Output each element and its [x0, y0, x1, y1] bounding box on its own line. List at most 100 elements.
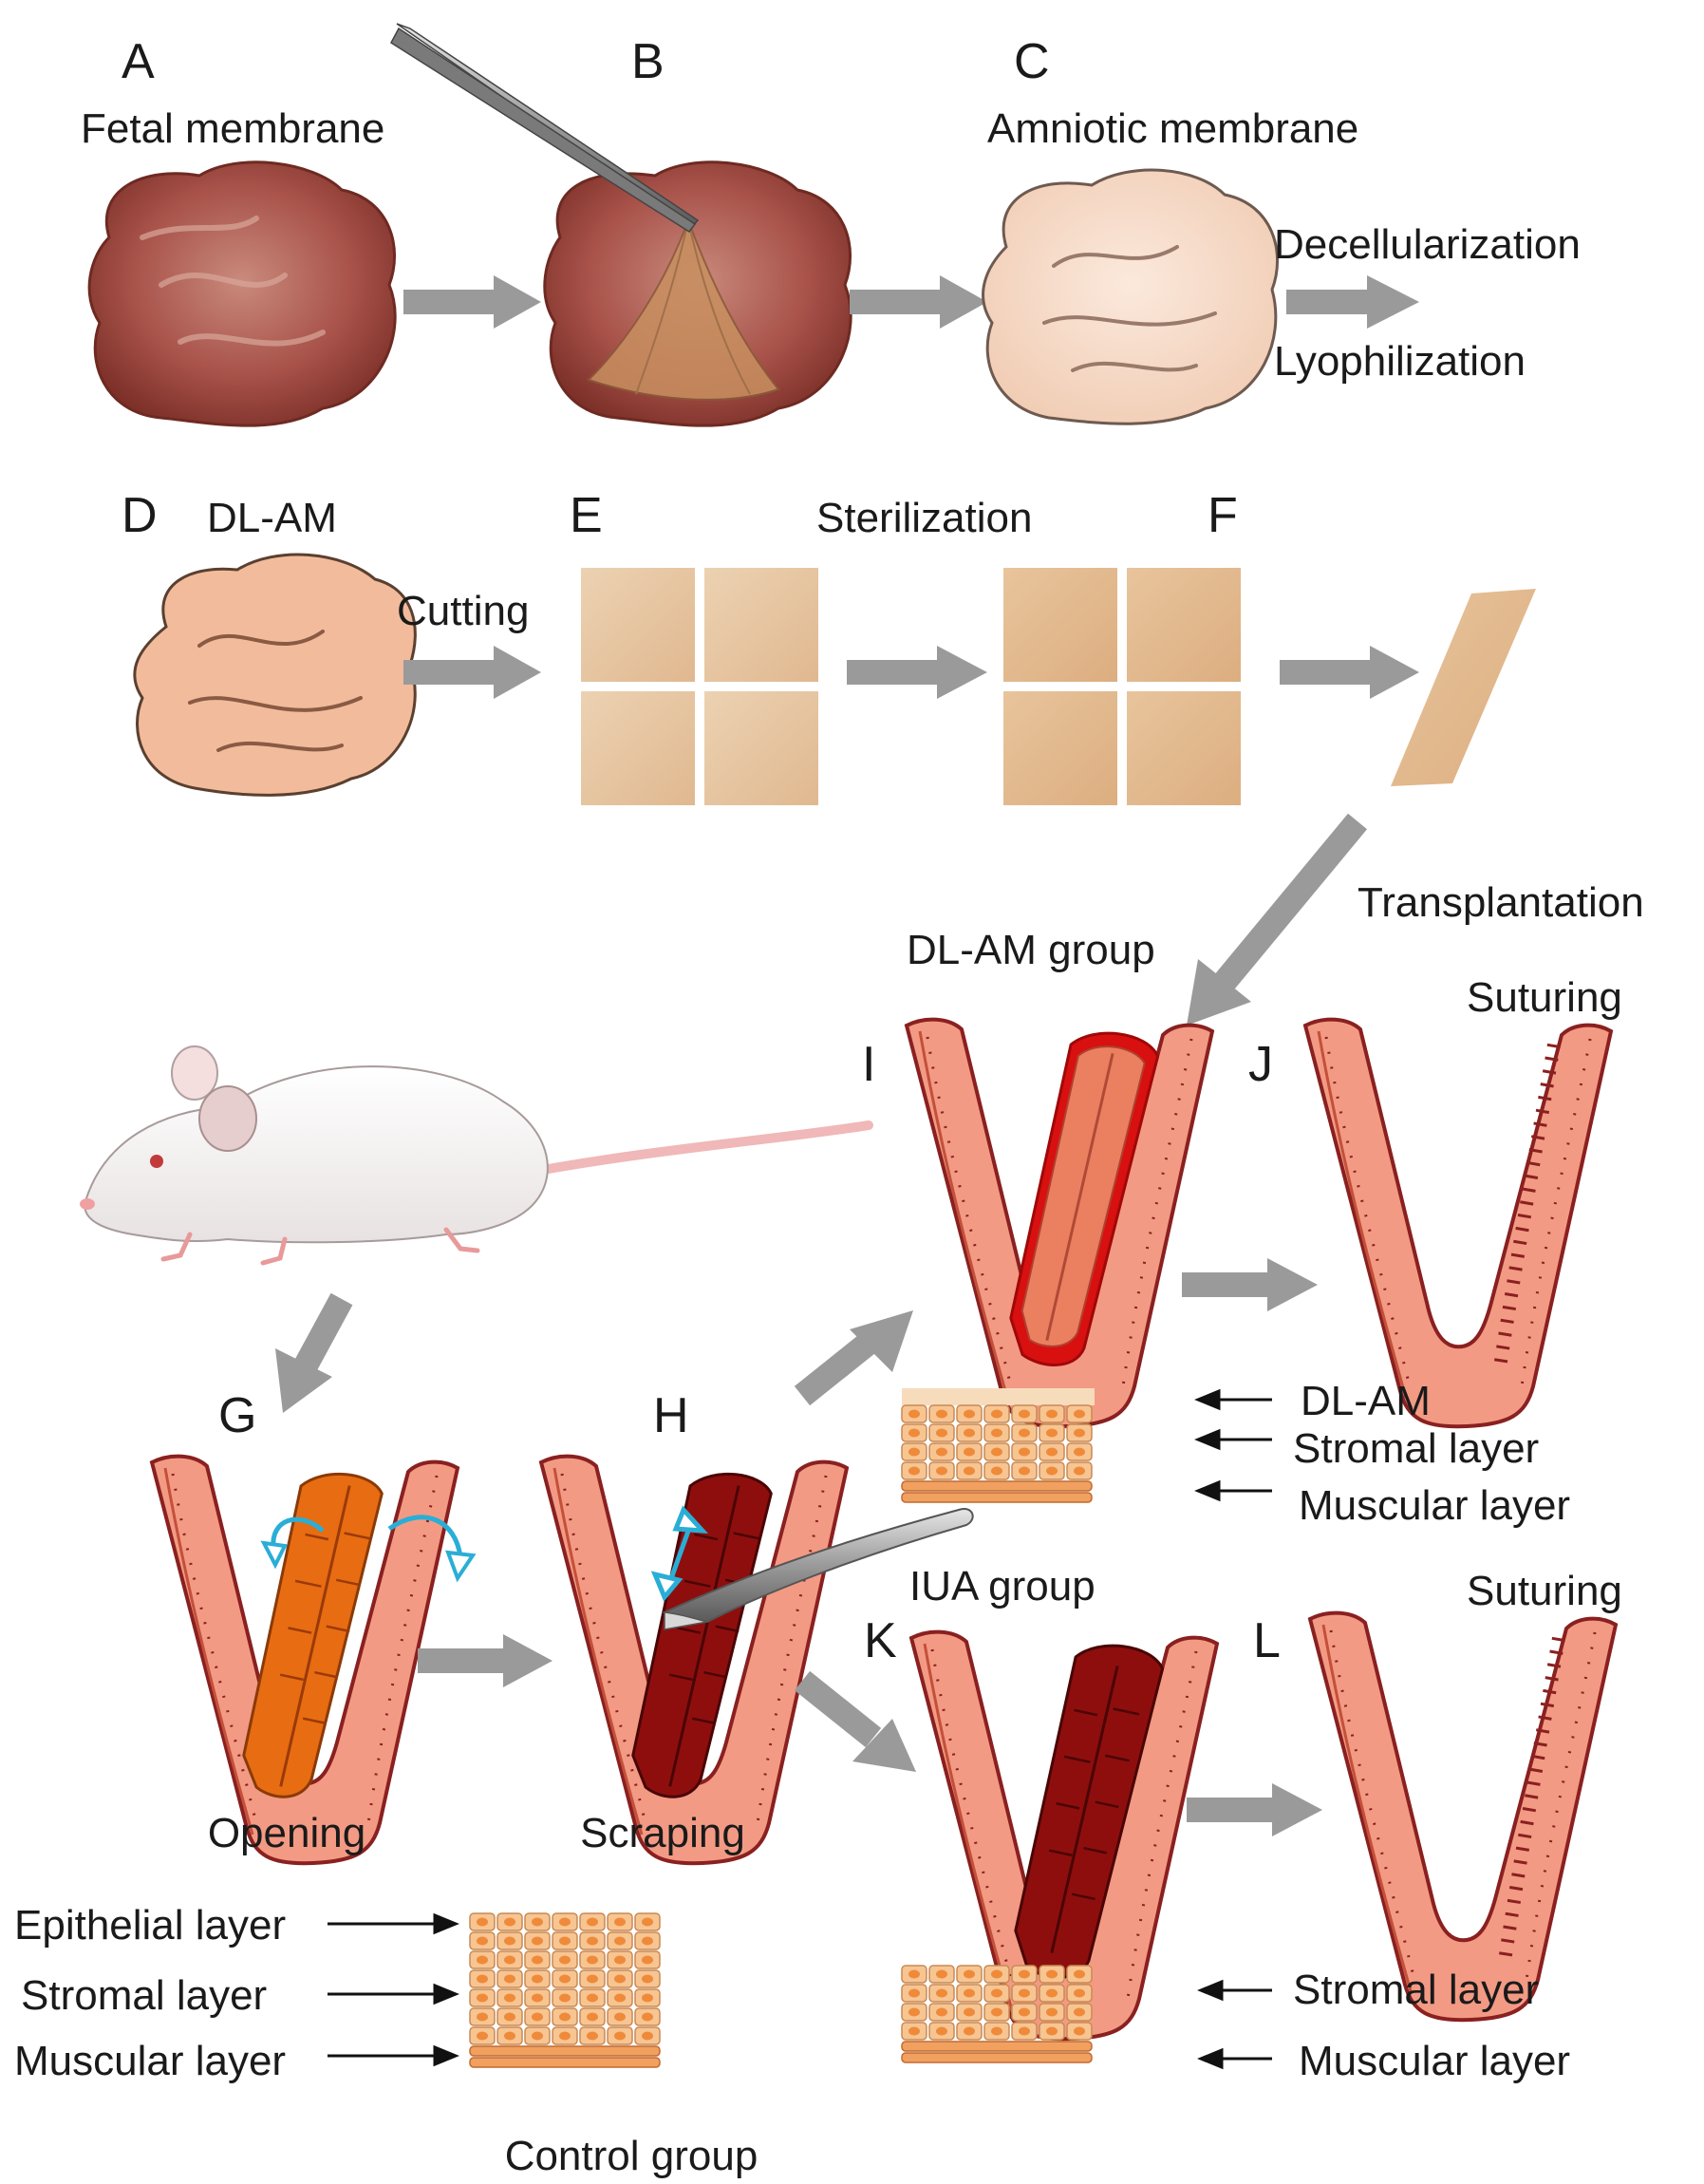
tissue-cell [496, 1950, 523, 1969]
tissue-cell [956, 1461, 983, 1480]
tissue-cell [956, 1965, 983, 1984]
fetal-membrane-illustration [87, 160, 397, 427]
tissue-cell [524, 2026, 551, 2045]
tissue-cell [552, 1931, 578, 1950]
uterus-scraping [539, 1454, 849, 1866]
arrow-mouse-to-g [275, 1292, 353, 1413]
tissue-cell [1011, 1461, 1038, 1480]
arrow-k-to-l [1187, 1783, 1322, 1836]
tissue-cell [579, 1912, 606, 1931]
tissue-cell [1039, 1423, 1065, 1442]
scalpel-icon [661, 1508, 974, 1630]
arrow-b-to-c [850, 275, 987, 329]
tissue-cell [956, 2022, 983, 2041]
tissue-cell [496, 1969, 523, 1988]
tissue-cell [496, 2026, 523, 2045]
arrow-transplantation [1187, 813, 1368, 1026]
tissue-cell [1011, 1965, 1038, 1984]
tissue-cell [928, 1461, 955, 1480]
tissue-cell [524, 1950, 551, 1969]
tissue-cell [634, 1969, 661, 1988]
caption-control-group: Control group [505, 2133, 758, 2179]
graft-strip [1391, 589, 1536, 786]
tissue-cell [901, 1442, 927, 1461]
tissue-cell [469, 1931, 496, 1950]
tissue-cell [1011, 2003, 1038, 2022]
arrow-sterilization [847, 646, 987, 699]
tissue-cell [552, 1969, 578, 1988]
label-g: G [218, 1388, 256, 1443]
layer-stromal-iua: Stromal layer [1293, 1967, 1539, 2013]
tissue-cell [1066, 2022, 1093, 2041]
arrow-h-to-k [794, 1670, 916, 1772]
arrow-i-to-j [1182, 1258, 1318, 1311]
caption-transplantation: Transplantation [1358, 879, 1644, 926]
tissue-cell [496, 1912, 523, 1931]
muscle-band [901, 2041, 1093, 2052]
tissue-cell [1039, 2003, 1065, 2022]
mouse-illustration [80, 1045, 873, 1266]
muscle-band [901, 1492, 1093, 1503]
scrape-arrow-icon [650, 1505, 709, 1602]
dlam-band [902, 1388, 1095, 1405]
tissue-cell [901, 2022, 927, 2041]
dlam-group-tissue [901, 1388, 1095, 1503]
tissue-cell [579, 2007, 606, 2026]
tissue-cell [1039, 2022, 1065, 2041]
tissue-cell [634, 1950, 661, 1969]
tissue-cell [607, 1931, 633, 1950]
arrow-h-to-i [794, 1310, 913, 1406]
layer-muscular-dlam: Muscular layer [1299, 1482, 1570, 1529]
tissue-cell [634, 1931, 661, 1950]
tissue-cell [901, 1965, 927, 1984]
arrow-cutting [403, 646, 541, 699]
tissue-cell [983, 1442, 1010, 1461]
tissue-cell [524, 2007, 551, 2026]
tissue-cell [552, 2007, 578, 2026]
tissue-cell [1066, 1461, 1093, 1480]
muscle-band [901, 1480, 1093, 1492]
tissue-cell [983, 1984, 1010, 2003]
tissue-cell [496, 1988, 523, 2007]
amniotic-membrane-illustration [982, 168, 1280, 425]
layer-stromal-control: Stromal layer [21, 1972, 267, 2019]
tissue-cell [1011, 1423, 1038, 1442]
label-h: H [653, 1388, 689, 1443]
label-k: K [864, 1613, 897, 1668]
caption-iua-group: IUA group [909, 1563, 1095, 1610]
muscle-band [901, 2052, 1093, 2063]
tissue-cell [928, 1423, 955, 1442]
tissue-cell [1039, 1984, 1065, 2003]
tissue-cell [928, 2022, 955, 2041]
uterus-graft [905, 1017, 1214, 1429]
tissue-cell [1066, 2003, 1093, 2022]
dlam-illustration [133, 553, 417, 797]
peeling-membrane-illustration [543, 160, 852, 427]
caption-decellularization: Decellularization [1274, 221, 1581, 268]
tissue-cell [983, 2003, 1010, 2022]
caption-scraping: Scraping [580, 1810, 745, 1856]
tissue-cell [607, 1969, 633, 1988]
tissue-cell [469, 1988, 496, 2007]
layer-dlam: DL-AM [1301, 1378, 1431, 1424]
tissue-cell [579, 2026, 606, 2045]
muscle-band [469, 2045, 661, 2057]
label-j: J [1248, 1037, 1273, 1092]
tissue-cell [469, 1969, 496, 1988]
tissue-cell [928, 1404, 955, 1423]
tissue-cell [524, 1969, 551, 1988]
layer-stromal-dlam: Stromal layer [1293, 1425, 1539, 1472]
tissue-cell [901, 1984, 927, 2003]
label-l: L [1253, 1613, 1281, 1668]
tissue-cell [1011, 2022, 1038, 2041]
tissue-cell [524, 1912, 551, 1931]
tissue-cell [1066, 1442, 1093, 1461]
tissue-cell [552, 1912, 578, 1931]
tissue-cell [607, 2007, 633, 2026]
tissue-cell [579, 1931, 606, 1950]
caption-opening: Opening [208, 1810, 365, 1856]
tissue-cell [469, 2026, 496, 2045]
tissue-cell [956, 1442, 983, 1461]
tissue-cell [1039, 1965, 1065, 1984]
tissue-cell [983, 1423, 1010, 1442]
